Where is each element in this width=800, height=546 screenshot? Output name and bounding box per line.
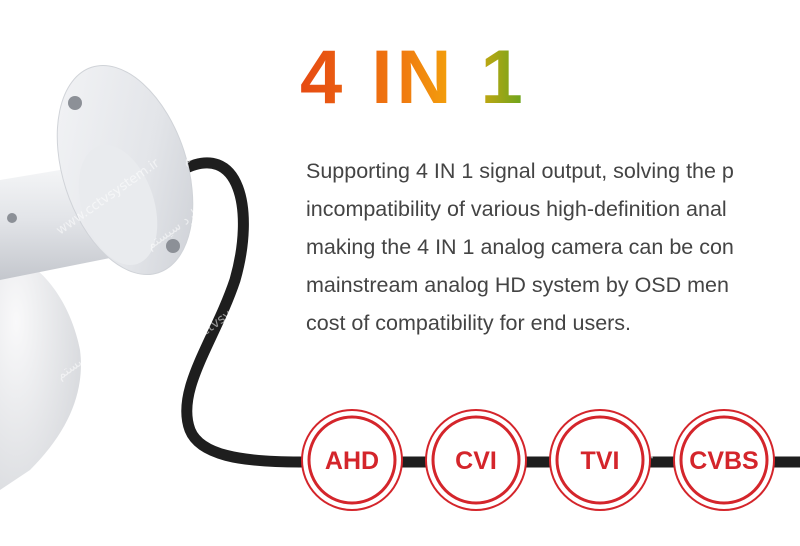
badge-label: CVBS	[689, 447, 758, 475]
cable	[176, 157, 800, 468]
camera-housing	[0, 250, 81, 490]
badge-label: TVI	[581, 447, 620, 475]
watermark-brand: سام گارد سیستم	[178, 102, 263, 168]
description-line: making the 4 IN 1 analog camera can be c…	[306, 235, 734, 259]
description-line: mainstream analog HD system by OSD men	[306, 273, 729, 297]
badge-cvi: CVI	[425, 409, 527, 511]
badge-label: CVI	[455, 447, 497, 475]
badge-label: AHD	[325, 447, 379, 475]
screw-hole	[166, 239, 180, 253]
badge-ahd: AHD	[301, 409, 403, 511]
badge-cvbs: CVBS	[673, 409, 775, 511]
description-line: cost of compatibility for end users.	[306, 311, 632, 335]
description: Supporting 4 IN 1 signal output, solving…	[306, 152, 800, 342]
screw-hole	[7, 213, 17, 223]
watermark-url: www.cctvsystem.ir	[164, 281, 273, 364]
headline: 4 IN 1	[300, 35, 527, 120]
screw-hole	[68, 96, 82, 110]
description-line: Supporting 4 IN 1 signal output, solving…	[306, 159, 734, 183]
description-line: incompatibility of various high-definiti…	[306, 197, 727, 221]
badge-tvi: TVI	[549, 409, 651, 511]
